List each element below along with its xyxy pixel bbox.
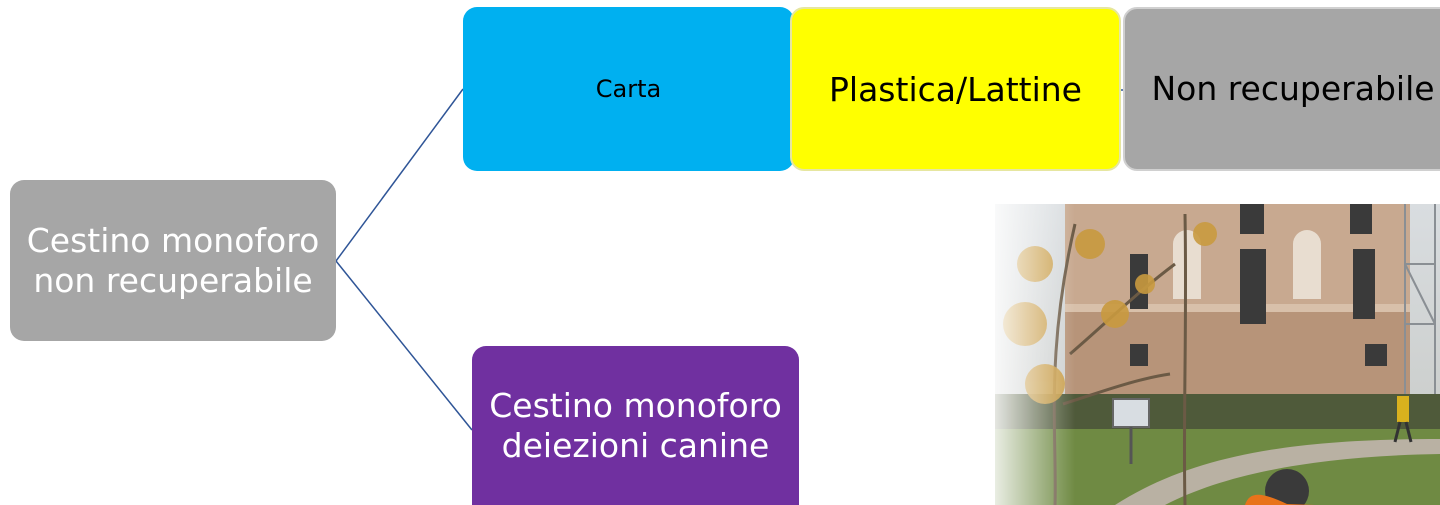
- node-cestino-deiezioni-canine: Cestino monoforo deiezioni canine: [472, 346, 799, 505]
- node-label: Cestino monoforo non recuperabile: [26, 220, 320, 300]
- node-label: Cestino monoforo deiezioni canine: [489, 385, 782, 465]
- connector-root-to-canine: [335, 260, 473, 431]
- node-carta: Carta: [463, 7, 794, 171]
- connector-root-to-carta: [335, 88, 464, 262]
- park-photo: [995, 204, 1440, 505]
- node-plastica-lattine: Plastica/Lattine: [790, 7, 1121, 171]
- node-label: Carta: [595, 75, 662, 103]
- node-cestino-non-recuperabile: Cestino monoforo non recuperabile: [10, 180, 336, 341]
- node-non-recuperabile: Non recuperabile: [1123, 7, 1440, 171]
- park-photo-image: [995, 204, 1440, 505]
- node-label: Plastica/Lattine: [829, 69, 1082, 109]
- node-label: Non recuperabile: [1151, 69, 1435, 109]
